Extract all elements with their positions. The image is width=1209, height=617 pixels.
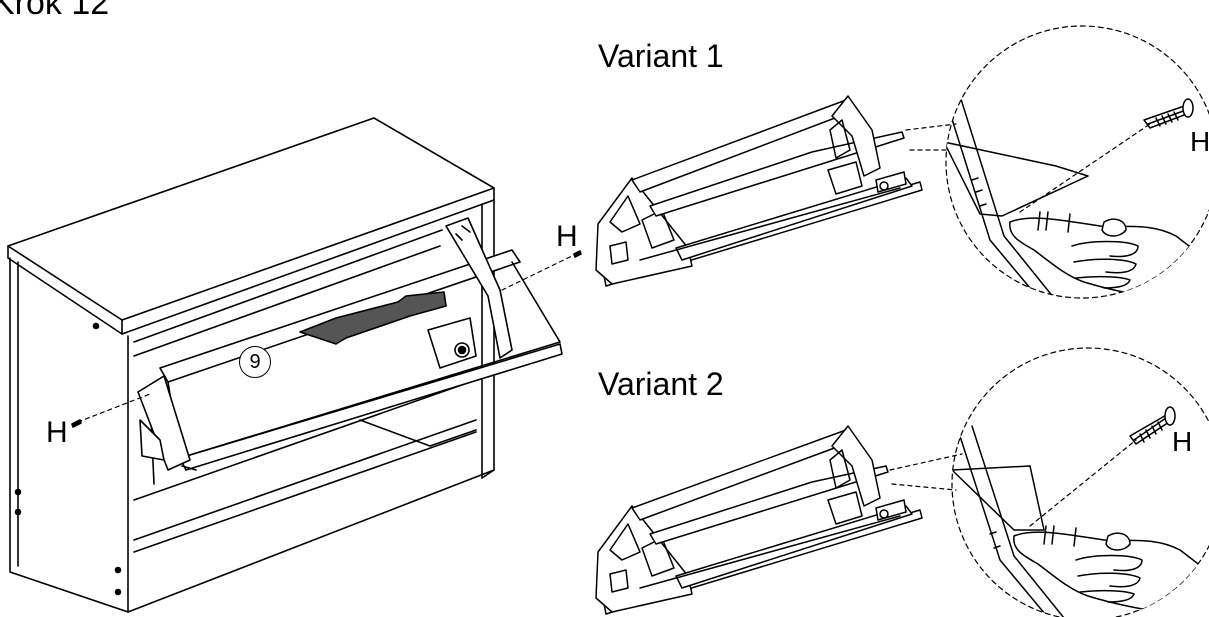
variant-2-label: Variant 2 — [598, 366, 724, 402]
hinge-bracket-icon — [138, 218, 512, 470]
step-title: Krok 12 — [0, 0, 110, 22]
hardware-label-h-zoom-2: H — [1172, 426, 1193, 457]
screw-icon — [1134, 418, 1166, 442]
cabinet-interior — [134, 230, 476, 552]
screw-leader-lines — [78, 254, 576, 422]
hardware-label-h-left: H — [46, 416, 68, 449]
hardware-label-h-right: H — [556, 220, 578, 253]
screw-icon — [72, 251, 581, 427]
insert-arrow-icon — [300, 292, 446, 344]
screw-icon — [1148, 110, 1186, 126]
cabinet-left-side — [10, 258, 128, 612]
variant-1-label: Variant 1 — [598, 38, 724, 74]
hardware-label-h-zoom-1: H — [1190, 126, 1209, 157]
part-number-badge: 9 — [239, 346, 271, 378]
